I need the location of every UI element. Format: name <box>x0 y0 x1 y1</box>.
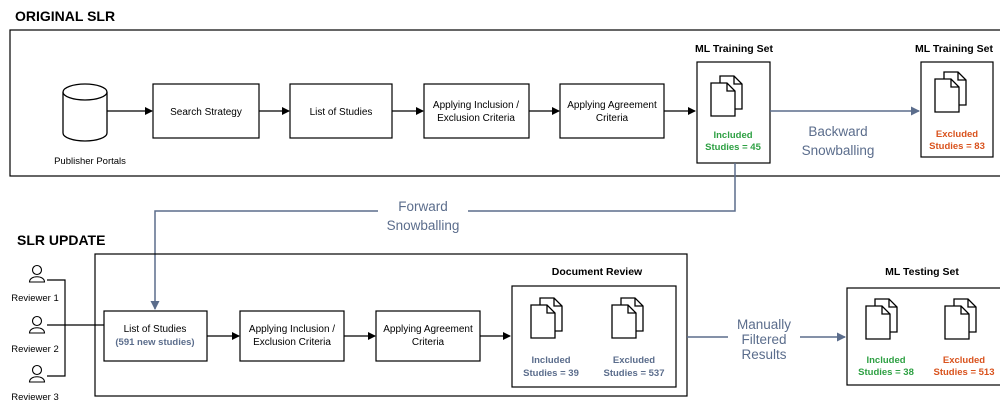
training-excluded-label-1: Excluded <box>936 129 978 140</box>
publisher-portals-label: Publisher Portals <box>54 156 126 167</box>
backward-snowballing-label-2: Snowballing <box>802 143 875 158</box>
update-list-of-studies-box <box>103 310 208 362</box>
training-included-label-1: Included <box>713 130 752 141</box>
agreement-criteria-label-1: Applying Agreement <box>567 100 657 111</box>
update-inclusion-label-2: Exclusion Criteria <box>253 337 331 348</box>
training-included-label-2: Studies = 45 <box>705 142 761 153</box>
original-slr-frame <box>9 29 1000 177</box>
update-new-studies-label: (591 new studies) <box>115 337 194 348</box>
agreement-criteria-box <box>559 83 665 139</box>
agreement-criteria-label-2: Criteria <box>596 113 629 124</box>
backward-snowballing-label-1: Backward <box>808 124 867 139</box>
backward-label-bg <box>796 120 880 162</box>
reviewer-1-icon <box>28 264 46 283</box>
reviewers-bracket <box>47 279 66 377</box>
reviewer-2-label: Reviewer 2 <box>11 344 59 355</box>
list-of-studies-box <box>289 83 393 139</box>
testing-included-label-1: Included <box>866 355 905 366</box>
review-excluded-label-2: Studies = 537 <box>604 368 665 379</box>
review-excluded-label-1: Excluded <box>613 355 655 366</box>
testing-included-label-2: Studies = 38 <box>858 367 914 378</box>
review-included-label-2: Studies = 39 <box>523 368 579 379</box>
forward-label-bg <box>378 198 468 236</box>
reviewer-3-label: Reviewer 3 <box>11 392 59 403</box>
reviewer-2-icon <box>28 315 46 334</box>
list-of-studies-label: List of Studies <box>310 107 373 118</box>
ml-training-set-title: ML Training Set <box>695 43 773 55</box>
database-icon <box>62 83 108 142</box>
inclusion-criteria-label-1: Applying Inclusion / <box>433 100 519 111</box>
original-slr-title: ORIGINAL SLR <box>15 8 115 24</box>
forward-snowballing-label-2: Snowballing <box>387 218 460 233</box>
training-excluded-label-2: Studies = 83 <box>929 141 985 152</box>
inclusion-criteria-label-2: Exclusion Criteria <box>437 113 515 124</box>
slr-update-frame <box>94 253 688 397</box>
manually-filtered-label-1: Manually <box>737 317 791 332</box>
ml-training-set-2-title: ML Training Set <box>915 43 993 55</box>
manual-label-bg <box>728 316 800 364</box>
inclusion-criteria-box <box>423 83 530 139</box>
testing-excluded-label-2: Studies = 513 <box>934 367 995 378</box>
document-review-title: Document Review <box>552 266 643 278</box>
slr-update-title: SLR UPDATE <box>17 232 105 248</box>
manually-filtered-label-2: Filtered <box>741 332 786 347</box>
testing-excluded-label-1: Excluded <box>943 355 985 366</box>
ml-testing-set-title: ML Testing Set <box>885 266 959 278</box>
forward-snowballing-label-1: Forward <box>398 199 448 214</box>
search-strategy-label: Search Strategy <box>170 107 242 118</box>
update-agreement-label-2: Criteria <box>412 337 445 348</box>
update-agreement-box <box>375 310 481 362</box>
update-inclusion-label-1: Applying Inclusion / <box>249 324 335 335</box>
manually-filtered-label-3: Results <box>741 347 786 362</box>
update-list-label: List of Studies <box>124 324 187 335</box>
update-agreement-label-1: Applying Agreement <box>383 324 473 335</box>
reviewer-1-label: Reviewer 1 <box>11 293 59 304</box>
review-included-label-1: Included <box>531 355 570 366</box>
reviewer-3-icon <box>28 364 46 383</box>
update-inclusion-box <box>239 310 345 362</box>
